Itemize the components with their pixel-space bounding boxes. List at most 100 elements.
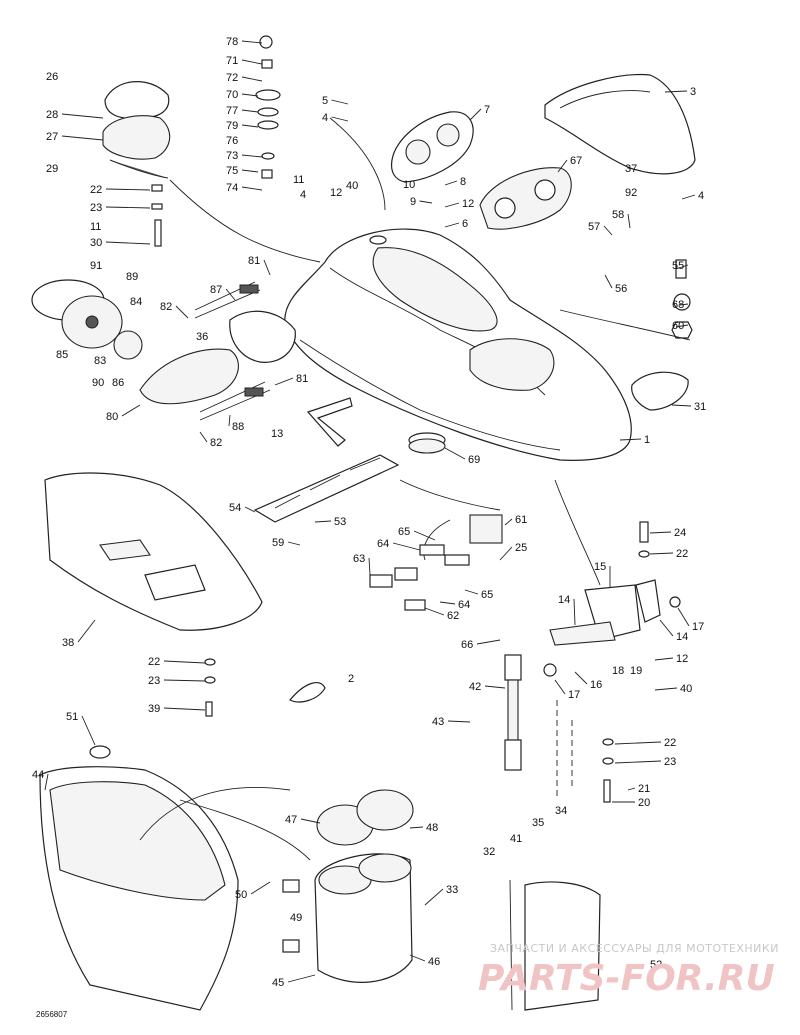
callout-number: 57 xyxy=(588,221,600,233)
callout-number: 54 xyxy=(229,502,241,514)
left-cover-parts xyxy=(31,279,296,405)
callout-33: 33 xyxy=(424,884,458,906)
callout-number: 15 xyxy=(594,561,606,573)
leader-line xyxy=(654,657,674,661)
callout-number: 91 xyxy=(90,260,102,272)
grommet-part xyxy=(408,432,446,454)
leader-line xyxy=(241,76,263,82)
leader-line xyxy=(121,404,141,417)
leader-line xyxy=(163,707,206,711)
callout-number: 20 xyxy=(638,797,650,809)
callout-number: 7 xyxy=(484,104,490,116)
callout-number: 38 xyxy=(62,637,74,649)
steering-bracket-part xyxy=(543,579,681,677)
leader-line xyxy=(61,135,104,141)
callout-22: 22 xyxy=(148,656,206,668)
callout-number: 2 xyxy=(348,673,354,685)
leader-line xyxy=(331,99,349,105)
callout-67: 67 xyxy=(557,155,582,173)
callout-34: 34 xyxy=(555,805,567,817)
callout-23: 23 xyxy=(148,675,206,687)
callout-number: 4 xyxy=(300,189,306,201)
leader-line xyxy=(654,687,678,691)
callout-number: 17 xyxy=(568,689,580,701)
callout-4: 4 xyxy=(300,189,306,201)
callout-9: 9 xyxy=(410,196,433,208)
leader-line xyxy=(241,169,259,173)
leader-line xyxy=(619,438,642,441)
callout-number: 64 xyxy=(458,599,470,611)
callout-3: 3 xyxy=(664,86,696,98)
callout-17: 17 xyxy=(677,607,704,633)
callout-number: 79 xyxy=(226,120,238,132)
callout-number: 4 xyxy=(322,112,328,124)
leader-line xyxy=(627,213,631,229)
callout-14: 14 xyxy=(659,619,688,643)
callout-number: 58 xyxy=(612,209,624,221)
callout-7: 7 xyxy=(469,104,490,121)
leader-line xyxy=(419,200,433,204)
leader-line xyxy=(574,671,588,685)
callout-number: 23 xyxy=(90,202,102,214)
callout-number: 60 xyxy=(672,320,684,332)
callout-number: 90 xyxy=(92,377,104,389)
callout-12: 12 xyxy=(654,653,688,665)
leader-line xyxy=(681,194,696,200)
callout-21: 21 xyxy=(627,783,650,795)
callout-22: 22 xyxy=(649,548,688,560)
callout-number: 5 xyxy=(322,95,328,107)
callout-number: 55 xyxy=(672,260,684,272)
callout-number: 72 xyxy=(226,72,238,84)
leader-line xyxy=(469,108,482,121)
assembly-paths xyxy=(139,117,691,861)
callout-number: 75 xyxy=(226,165,238,177)
callout-90: 90 xyxy=(92,377,104,389)
leader-line xyxy=(439,601,456,605)
callout-11: 11 xyxy=(293,174,304,186)
callout-number: 63 xyxy=(353,553,365,565)
leader-line xyxy=(392,542,421,551)
callout-number: 76 xyxy=(226,135,238,147)
leader-line xyxy=(557,159,568,173)
leader-line xyxy=(413,530,436,541)
mount-rods-part xyxy=(194,281,271,421)
callout-number: 82 xyxy=(210,437,222,449)
callout-number: 67 xyxy=(570,155,582,167)
callout-64: 64 xyxy=(439,599,470,611)
cup-holder-assembly-part xyxy=(282,789,414,983)
damper-part xyxy=(504,654,522,771)
callout-82: 82 xyxy=(199,431,222,449)
callout-number: 8 xyxy=(460,176,466,188)
callout-number: 33 xyxy=(446,884,458,896)
bracket-54-part xyxy=(253,454,400,523)
callout-37: 37 xyxy=(625,163,637,175)
storage-bin-part xyxy=(39,745,239,1011)
callout-number: 31 xyxy=(694,401,706,413)
callout-4: 4 xyxy=(322,112,349,124)
callout-number: 87 xyxy=(210,284,222,296)
callout-number: 14 xyxy=(676,631,688,643)
leader-line xyxy=(499,546,513,561)
callout-46: 46 xyxy=(409,954,440,968)
callout-22: 22 xyxy=(614,737,676,749)
callout-58: 58 xyxy=(612,209,631,229)
callout-44: 44 xyxy=(32,769,49,791)
leader-line xyxy=(409,826,424,829)
callout-23: 23 xyxy=(614,756,676,768)
windshield-part xyxy=(544,73,696,175)
callout-number: 81 xyxy=(296,373,308,385)
callout-number: 22 xyxy=(664,737,676,749)
callout-number: 1 xyxy=(644,434,650,446)
callout-number: 41 xyxy=(510,833,522,845)
callout-14: 14 xyxy=(558,594,576,626)
leader-line xyxy=(675,324,689,328)
callout-56: 56 xyxy=(604,274,627,295)
callout-80: 80 xyxy=(106,404,141,423)
watermark-brand: PARTS-FOR.RU xyxy=(478,958,775,999)
callout-number: 68 xyxy=(672,299,684,311)
leader-line xyxy=(368,557,371,576)
callout-17: 17 xyxy=(554,679,580,701)
callout-75: 75 xyxy=(226,165,259,177)
leader-line xyxy=(464,589,479,595)
